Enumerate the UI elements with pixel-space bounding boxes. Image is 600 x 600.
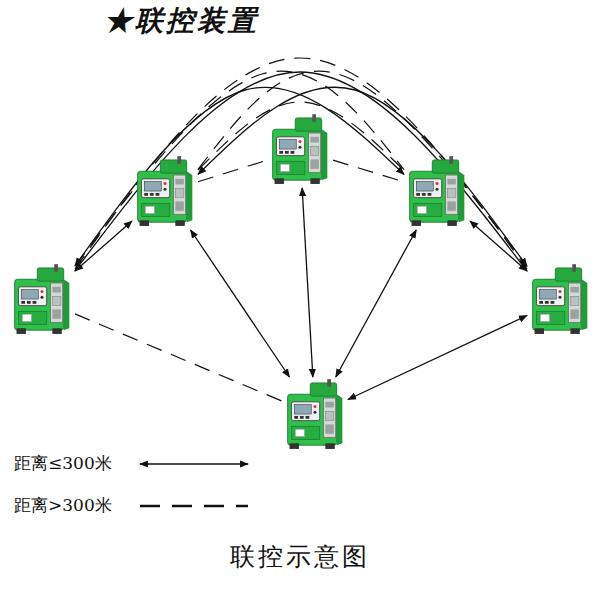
legend-text: 距离>300米 (14, 494, 112, 517)
diagram-title: ★联控装置 (104, 2, 259, 40)
long-range-link (75, 314, 282, 401)
short-range-link (191, 230, 290, 377)
legend-sample (138, 499, 252, 513)
dashed-line-sample (140, 504, 248, 506)
control-machine (282, 377, 348, 453)
legend-sample (138, 457, 252, 471)
short-range-link (75, 87, 404, 266)
control-machine (132, 154, 198, 230)
arrow-line-sample (140, 463, 248, 464)
control-machine (527, 262, 593, 338)
diagram-caption: 联控示意图 (0, 540, 600, 573)
legend-row: 距离≤300米 (14, 452, 252, 475)
machine-illustration (404, 154, 470, 230)
long-range-link (75, 58, 527, 269)
long-range-link (333, 160, 404, 182)
machine-illustration (132, 154, 198, 230)
short-range-link (336, 230, 416, 377)
short-range-link (75, 221, 132, 271)
short-range-link (198, 87, 527, 266)
machine-illustration (9, 262, 75, 338)
short-range-link (302, 188, 313, 377)
machine-illustration (527, 262, 593, 338)
machine-illustration (267, 112, 333, 188)
machine-illustration (282, 377, 348, 453)
legend-text: 距离≤300米 (14, 452, 112, 475)
long-range-link (75, 71, 404, 266)
long-range-link (198, 160, 267, 181)
control-machine (404, 154, 470, 230)
control-machine (267, 112, 333, 188)
long-range-link (198, 71, 527, 266)
control-machine (9, 262, 75, 338)
short-range-link (75, 72, 527, 271)
short-range-link (348, 315, 527, 399)
legend-row: 距离>300米 (14, 494, 252, 517)
